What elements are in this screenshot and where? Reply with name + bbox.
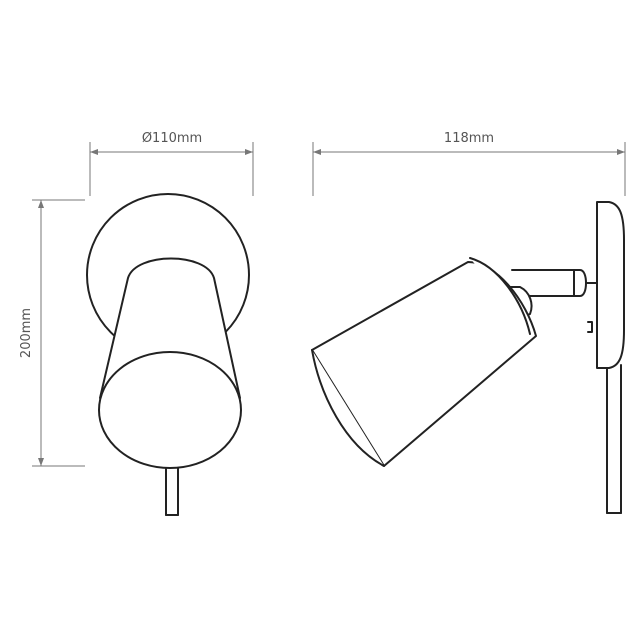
arrowhead-top [38,200,44,208]
side-wall-plate [596,201,625,369]
arrowhead-bottom [38,458,44,466]
arrowhead-right [617,149,625,155]
front-width-label: Ø110mm [142,131,202,146]
side-view-lamp [311,201,625,514]
arrowhead-right [245,149,253,155]
dimension-front-width: Ø110mm [89,131,254,196]
dimension-height: 200mm [19,199,85,467]
arrowhead-left [313,149,321,155]
side-switch [587,321,593,333]
front-shade-opening [98,351,242,469]
side-shade-cap [469,257,531,335]
front-view-lamp [86,193,250,516]
side-shade-opening [311,349,385,467]
side-depth-label: 118mm [444,131,494,146]
side-shade-body [311,261,537,467]
arrowhead-left [90,149,98,155]
dimension-side-depth: 118mm [312,131,626,196]
height-label: 200mm [19,308,34,358]
